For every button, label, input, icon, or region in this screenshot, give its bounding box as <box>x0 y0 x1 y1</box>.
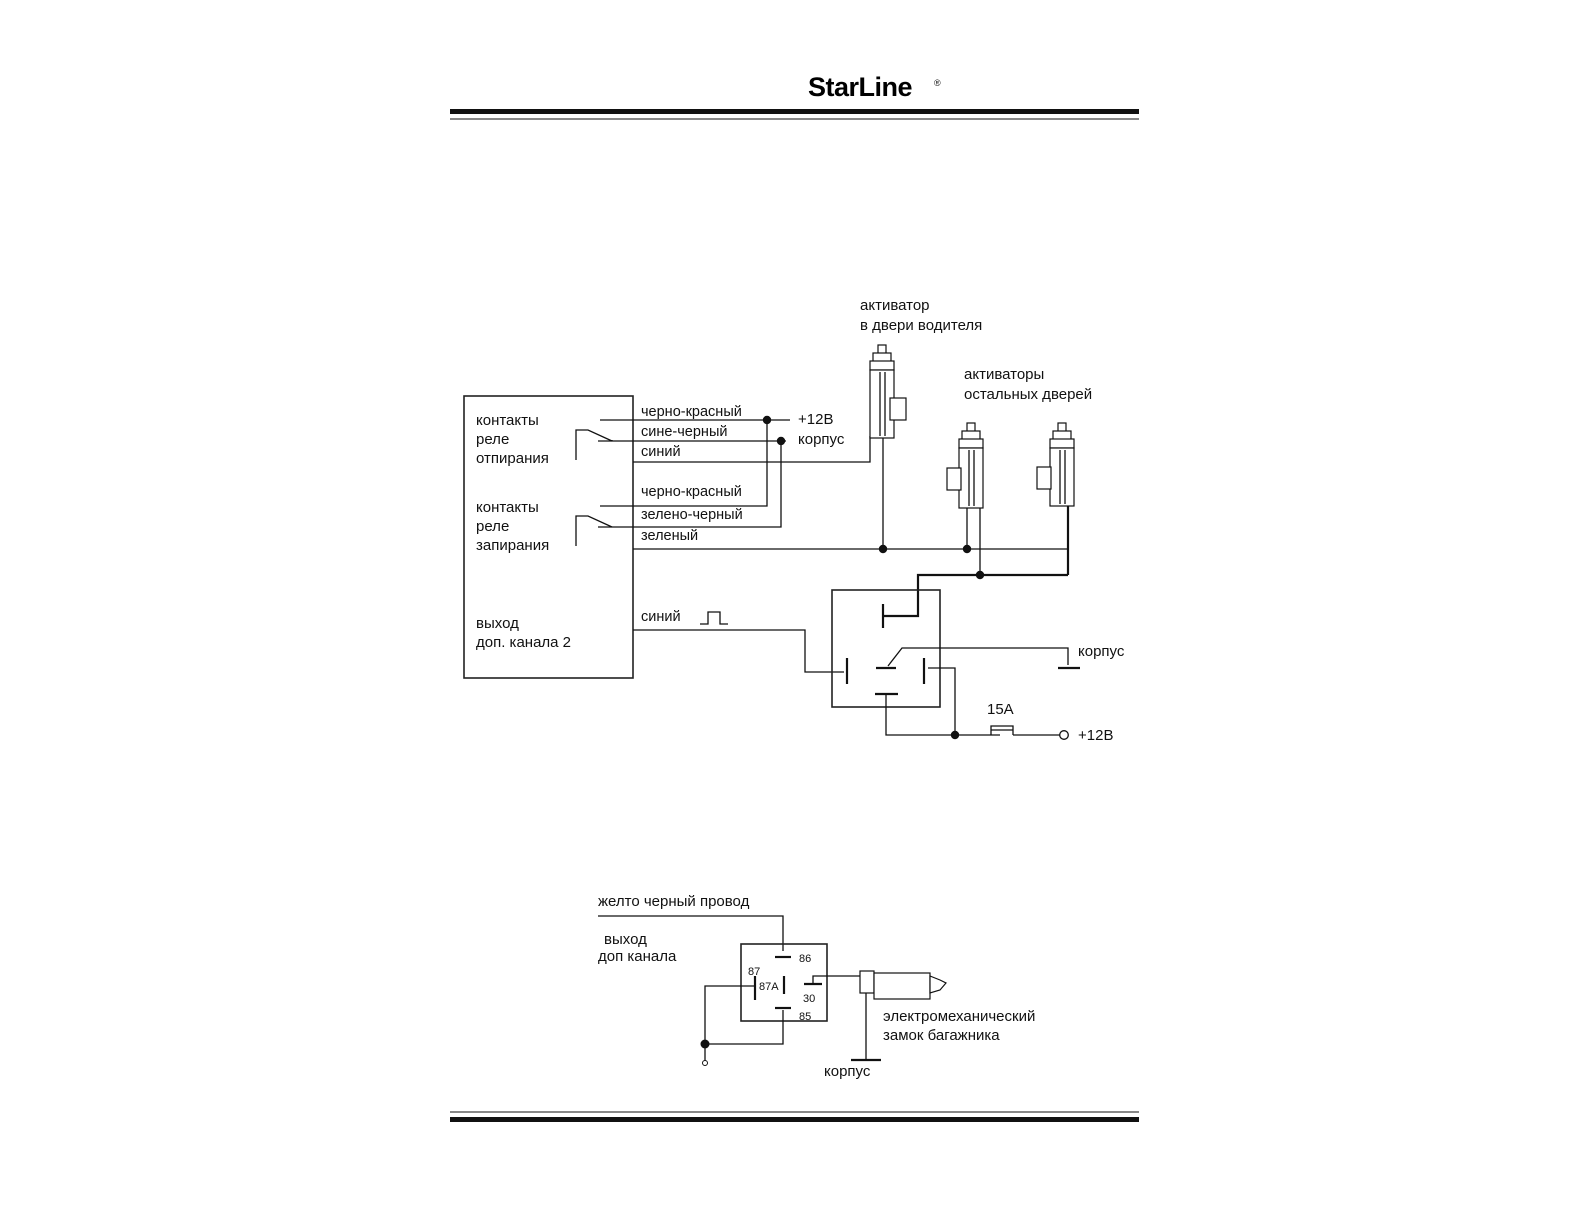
wire-label-blue-black: сине-черный <box>641 424 727 440</box>
footer-rule-thick <box>450 1117 1139 1122</box>
trunk-ground-label: корпус <box>824 1063 871 1080</box>
unlock-relay-line-3: отпирания <box>476 450 549 467</box>
wire-blue-aux <box>633 629 844 673</box>
unlock-relay-line-1: контакты <box>476 412 539 429</box>
pin-87a-label: 87А <box>759 981 779 993</box>
wire-black-red-mid <box>633 420 768 507</box>
brand-logo: StarLine <box>808 72 913 102</box>
other-actuators-line-1: активаторы <box>964 366 1044 383</box>
lock-relay-label: контакты реле запирания <box>476 499 549 554</box>
driver-actuator-line-2: в двери водителя <box>860 317 982 334</box>
unit-wires <box>633 415 1069 673</box>
lock-relay-switch <box>575 505 633 546</box>
header-rule-thick <box>450 109 1139 114</box>
aux-output-label: выход доп. канала 2 <box>476 615 571 651</box>
header: StarLine ® <box>450 72 1139 120</box>
footer <box>450 1111 1139 1122</box>
wire-label-blue-aux: синий <box>641 609 681 625</box>
lock-relay-line-3: запирания <box>476 537 549 554</box>
relay-ground-label: корпус <box>1078 643 1125 660</box>
registered-mark: ® <box>934 78 941 88</box>
alarm-unit-box <box>463 395 634 679</box>
plus-12v-label: +12В <box>798 411 833 428</box>
wire-yellow-black <box>598 915 784 951</box>
wire-label-black-red-2: черно-красный <box>641 484 742 500</box>
wire-label-black-red-1: черно-красный <box>641 404 742 420</box>
aux-output2-line-1: выход <box>604 931 647 948</box>
aux-relay-contacts <box>845 604 1080 740</box>
trunk-relay-contacts <box>700 955 860 1066</box>
trunk-lock-line-1: электромеханический <box>883 1008 1035 1025</box>
wire-label-green: зеленый <box>641 528 698 544</box>
lock-relay-line-2: реле <box>476 518 509 535</box>
trunk-lock-diagram: желто черный провод выход доп канала 86 … <box>598 893 1035 1080</box>
fuse-label: 15А <box>987 701 1014 718</box>
trunk-lock-line-2: замок багажника <box>883 1027 1000 1044</box>
aux-output-line-1: выход <box>476 615 519 632</box>
aux-output-line-2: доп. канала 2 <box>476 634 571 651</box>
pin-85-label: 85 <box>799 1011 811 1023</box>
trunk-relay-box <box>740 943 828 1022</box>
wire-green-black <box>633 441 782 528</box>
pin-87-label: 87 <box>748 966 760 978</box>
other-actuators-line-2: остальных дверей <box>964 386 1092 403</box>
bus-to-relay <box>883 573 980 618</box>
wire-label-blue-1: синий <box>641 444 681 460</box>
driver-actuator-line-1: активатор <box>860 297 930 314</box>
wire-label-green-black: зелено-черный <box>641 507 743 523</box>
pin-30-label: 30 <box>803 993 815 1005</box>
lock-relay-line-1: контакты <box>476 499 539 516</box>
bus-junction <box>975 570 985 580</box>
door-actuator-1 <box>946 422 984 575</box>
door-actuator-2 <box>1036 422 1075 575</box>
yellow-black-wire-label: желто черный провод <box>598 893 750 910</box>
driver-actuator <box>869 344 907 554</box>
ground-label: корпус <box>798 431 845 448</box>
aux-output2-line-2: доп канала <box>598 948 677 965</box>
wire-blue-to-driver <box>633 436 871 463</box>
unlock-relay-switch <box>575 419 633 460</box>
fuse-plus-12v-label: +12В <box>1078 727 1113 744</box>
trunk-lock-actuator <box>851 970 947 1062</box>
unlock-relay-label: контакты реле отпирания <box>476 412 549 467</box>
junction-ground <box>776 436 786 446</box>
fuse-15a <box>990 725 1069 740</box>
pin-86-label: 86 <box>799 953 811 965</box>
central-locking-diagram: контакты реле отпирания контакты реле за… <box>463 297 1125 744</box>
junction-plus12 <box>762 415 772 425</box>
unlock-relay-line-2: реле <box>476 431 509 448</box>
pulse-symbol <box>700 611 728 625</box>
